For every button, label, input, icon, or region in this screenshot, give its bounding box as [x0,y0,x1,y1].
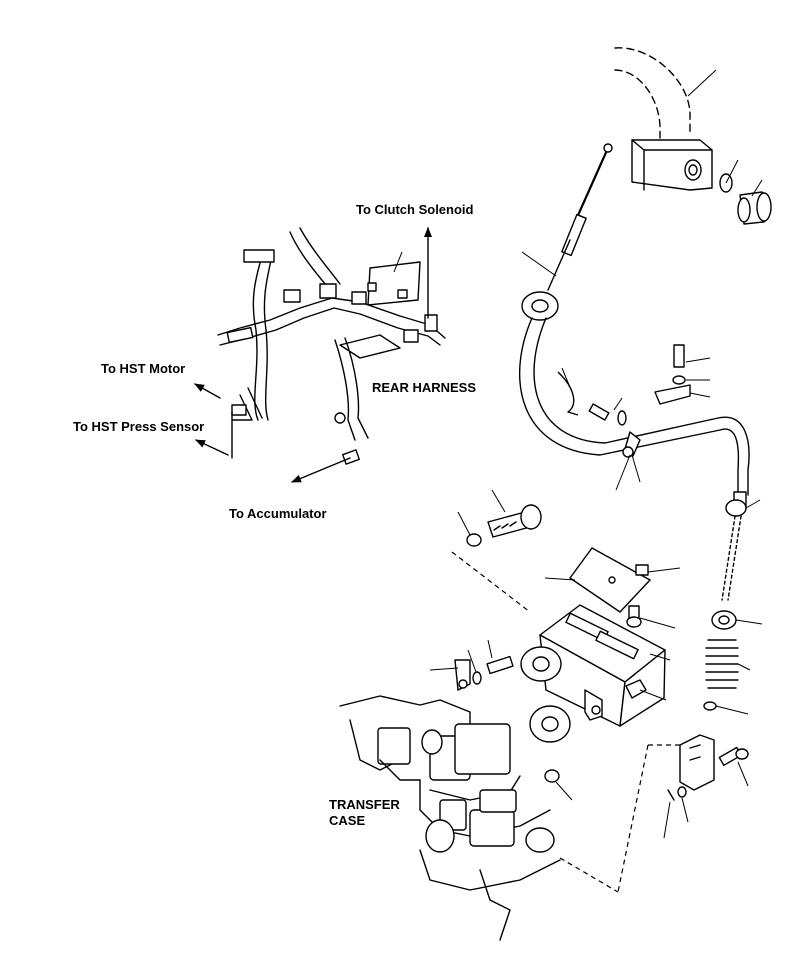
label-rear-harness: REAR HARNESS [372,380,477,395]
plug-fitting [737,191,772,225]
cable-clamp-hardware [557,344,711,491]
cable-end-parts [663,499,763,839]
label-accumulator: To Accumulator [229,506,327,521]
control-cable [519,143,750,509]
label-transfer-case-line2: CASE [329,813,366,828]
leader-arrows [194,227,432,483]
guide-lines [451,551,680,893]
bracket-assembly [457,489,681,743]
small-bracket [429,639,514,691]
transfer-case [339,695,573,941]
hydraulic-tube-assembly [614,47,772,225]
label-hst-press-sensor: To HST Press Sensor [73,419,205,434]
rear-harness [217,227,446,465]
label-transfer-case-line1: TRANSFER [329,797,400,812]
label-hst-motor: To HST Motor [101,361,186,376]
label-clutch-solenoid: To Clutch Solenoid [356,202,474,217]
bolt [457,489,542,547]
